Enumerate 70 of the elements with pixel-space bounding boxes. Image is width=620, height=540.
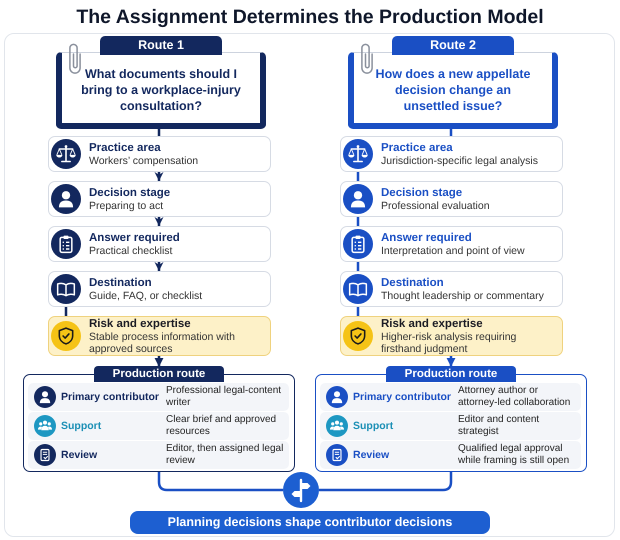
row-description: Qualified legal approval while framing is still open xyxy=(458,443,570,467)
question-text: What documents should I bring to a workplace-injury consultation? xyxy=(80,66,242,114)
risk-card xyxy=(340,316,563,356)
step-description: Jurisdiction-specific legal analysis xyxy=(381,154,538,168)
step-heading: Decision stage xyxy=(381,186,462,200)
step-description: Guide, FAQ, or checklist xyxy=(89,290,202,302)
arrow xyxy=(446,356,456,367)
step-card xyxy=(340,271,563,307)
row-label: Primary contributor xyxy=(353,390,452,404)
summary-banner xyxy=(130,511,490,534)
arrow xyxy=(154,262,164,271)
row-description: Editor and content strategist xyxy=(458,414,540,438)
step-heading: Destination xyxy=(89,276,152,290)
contributor-row xyxy=(28,412,289,440)
question-text: How does a new appellate decision change an unsettled issue? xyxy=(374,66,532,114)
connector-line xyxy=(356,307,360,316)
step-description: Workers’ compensation xyxy=(89,154,198,168)
route-label: Route 2 xyxy=(392,36,514,55)
step-heading: Risk and expertise xyxy=(89,316,191,330)
section-label: Production route xyxy=(94,366,224,382)
signpost-icon xyxy=(283,472,319,508)
row-label: Review xyxy=(353,448,390,462)
step-description: Higher-risk analysis requiring firsthand judgment xyxy=(381,330,518,356)
step-card xyxy=(48,271,271,307)
contributor-row xyxy=(28,383,289,411)
connector-line xyxy=(356,172,360,181)
step-heading: Answer required xyxy=(381,230,472,245)
row-label: Support xyxy=(353,420,394,432)
row-label: Review xyxy=(61,448,98,462)
row-label: Primary contributor xyxy=(61,390,160,404)
step-heading: Practice area xyxy=(89,140,161,155)
step-card xyxy=(48,181,271,217)
step-heading: Destination xyxy=(381,276,444,290)
row-description: Clear brief and approved resources xyxy=(166,414,278,438)
contributor-row xyxy=(320,383,581,411)
arrow xyxy=(154,217,164,226)
step-card xyxy=(340,226,563,262)
connector-line xyxy=(356,262,360,271)
step-description: Interpretation and point of view xyxy=(381,244,525,258)
connector-line xyxy=(450,129,452,136)
row-description: Attorney author or attorney-led collaboration xyxy=(458,385,572,409)
step-description: Thought leadership or commentary xyxy=(381,290,544,302)
connector-line xyxy=(158,129,160,136)
row-label: Support xyxy=(61,420,102,432)
step-heading: Answer required xyxy=(89,230,180,245)
row-description: Editor, then assigned legal review xyxy=(166,443,284,467)
step-description: Practical checklist xyxy=(89,244,172,258)
step-description: Preparing to act xyxy=(89,200,164,212)
connector-line xyxy=(64,307,68,316)
connector-line xyxy=(356,217,360,226)
row-description: Professional legal-content writer xyxy=(166,385,282,409)
section-label: Production route xyxy=(386,366,516,382)
step-heading: Decision stage xyxy=(89,186,170,200)
banner-text: Planning decisions shape contributor decisions xyxy=(168,515,452,530)
contributor-row xyxy=(320,441,581,469)
step-heading: Practice area xyxy=(381,140,453,155)
step-card xyxy=(48,136,271,172)
contributor-row xyxy=(28,441,289,469)
route-label: Route 1 xyxy=(100,36,222,55)
step-card xyxy=(340,136,563,172)
arrow xyxy=(154,356,164,367)
step-card xyxy=(340,181,563,217)
step-card xyxy=(48,226,271,262)
arrow xyxy=(154,172,164,181)
step-heading: Risk and expertise xyxy=(381,316,483,330)
diagram-title: The Assignment Determines the Production Model xyxy=(76,5,544,30)
risk-card xyxy=(48,316,271,356)
step-description: Stable process information with approved sources xyxy=(89,330,236,356)
contributor-row xyxy=(320,412,581,440)
step-description: Professional evaluation xyxy=(381,200,490,212)
